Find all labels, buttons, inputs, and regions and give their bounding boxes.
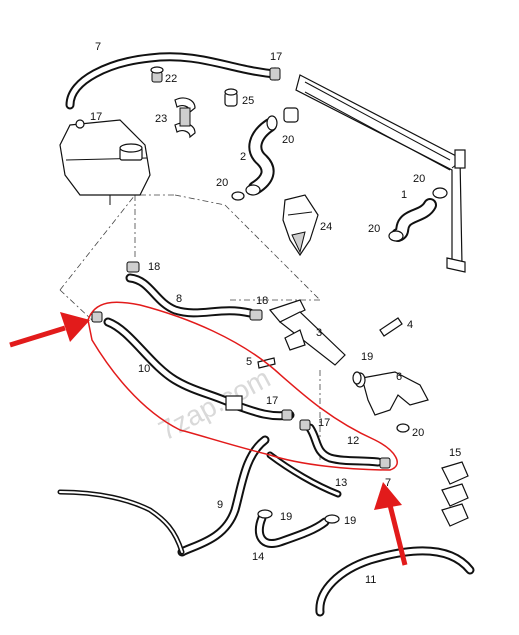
label-9: 9 (217, 499, 223, 511)
label-2: 2 (240, 151, 246, 163)
red-arrow-left (9, 312, 90, 348)
hose-13 (266, 451, 342, 498)
label-18-b: 18 (256, 295, 268, 307)
highlight-outline (87, 301, 398, 471)
label-7-bottom: 7 (385, 477, 391, 489)
clamp-19-bottom-left (257, 509, 273, 519)
label-13: 13 (335, 477, 347, 489)
label-20-d: 20 (368, 223, 380, 235)
pipe-3 (268, 299, 346, 366)
label-22: 22 (165, 73, 177, 85)
clamp-20-bottom (396, 423, 410, 433)
label-19-c: 19 (344, 515, 356, 527)
label-7-top: 7 (95, 41, 101, 53)
label-17-c: 17 (266, 395, 278, 407)
clips-15 (441, 461, 469, 527)
hose-1 (388, 187, 448, 242)
label-1: 1 (401, 189, 407, 201)
label-19-a: 19 (361, 351, 373, 363)
label-6: 6 (396, 371, 402, 383)
hose-9 (177, 435, 270, 557)
hose-2 (245, 115, 278, 196)
label-19-b: 19 (280, 511, 292, 523)
label-14: 14 (252, 551, 264, 563)
label-17-a: 17 (270, 51, 282, 63)
bracket-24 (282, 194, 319, 257)
clamp-17-left (91, 311, 103, 323)
label-20-c: 20 (413, 173, 425, 185)
bracket-23 (174, 97, 196, 139)
label-20-e: 20 (412, 427, 424, 439)
label-24: 24 (320, 221, 332, 233)
clamp-22 (150, 66, 164, 83)
label-17-b: 17 (90, 111, 102, 123)
label-15: 15 (449, 447, 461, 459)
clamp-18 (126, 261, 263, 321)
label-5: 5 (246, 356, 252, 368)
clamp-19-right (352, 371, 362, 385)
sleeve-25 (224, 88, 238, 107)
red-arrow-bottom (374, 482, 408, 566)
label-3: 3 (316, 327, 322, 339)
label-17-d: 17 (318, 417, 330, 429)
clamp-17-right (299, 419, 391, 469)
hose-10 (103, 317, 295, 421)
label-20-b: 20 (216, 177, 228, 189)
housing-6 (354, 371, 429, 416)
label-18-a: 18 (148, 261, 160, 273)
wire-9 (57, 489, 185, 555)
hose-14 (254, 513, 330, 548)
label-10: 10 (138, 363, 150, 375)
clamp-19-bottom-right (324, 514, 340, 524)
connector-20 (283, 107, 299, 123)
pipe-11 (315, 546, 475, 617)
label-25: 25 (242, 95, 254, 107)
label-23: 23 (155, 113, 167, 125)
label-12: 12 (347, 435, 359, 447)
label-4: 4 (407, 319, 413, 331)
bolt-4 (379, 317, 403, 337)
label-20-a: 20 (282, 134, 294, 146)
expansion-tank (59, 119, 151, 205)
clamp-17-top (269, 67, 281, 81)
radiator (295, 74, 466, 273)
label-8: 8 (176, 293, 182, 305)
hose-12 (305, 423, 383, 467)
hose-8 (125, 273, 255, 318)
clamp-20-left (231, 191, 245, 201)
clamp-17-middle (281, 409, 293, 421)
label-11: 11 (365, 574, 376, 586)
